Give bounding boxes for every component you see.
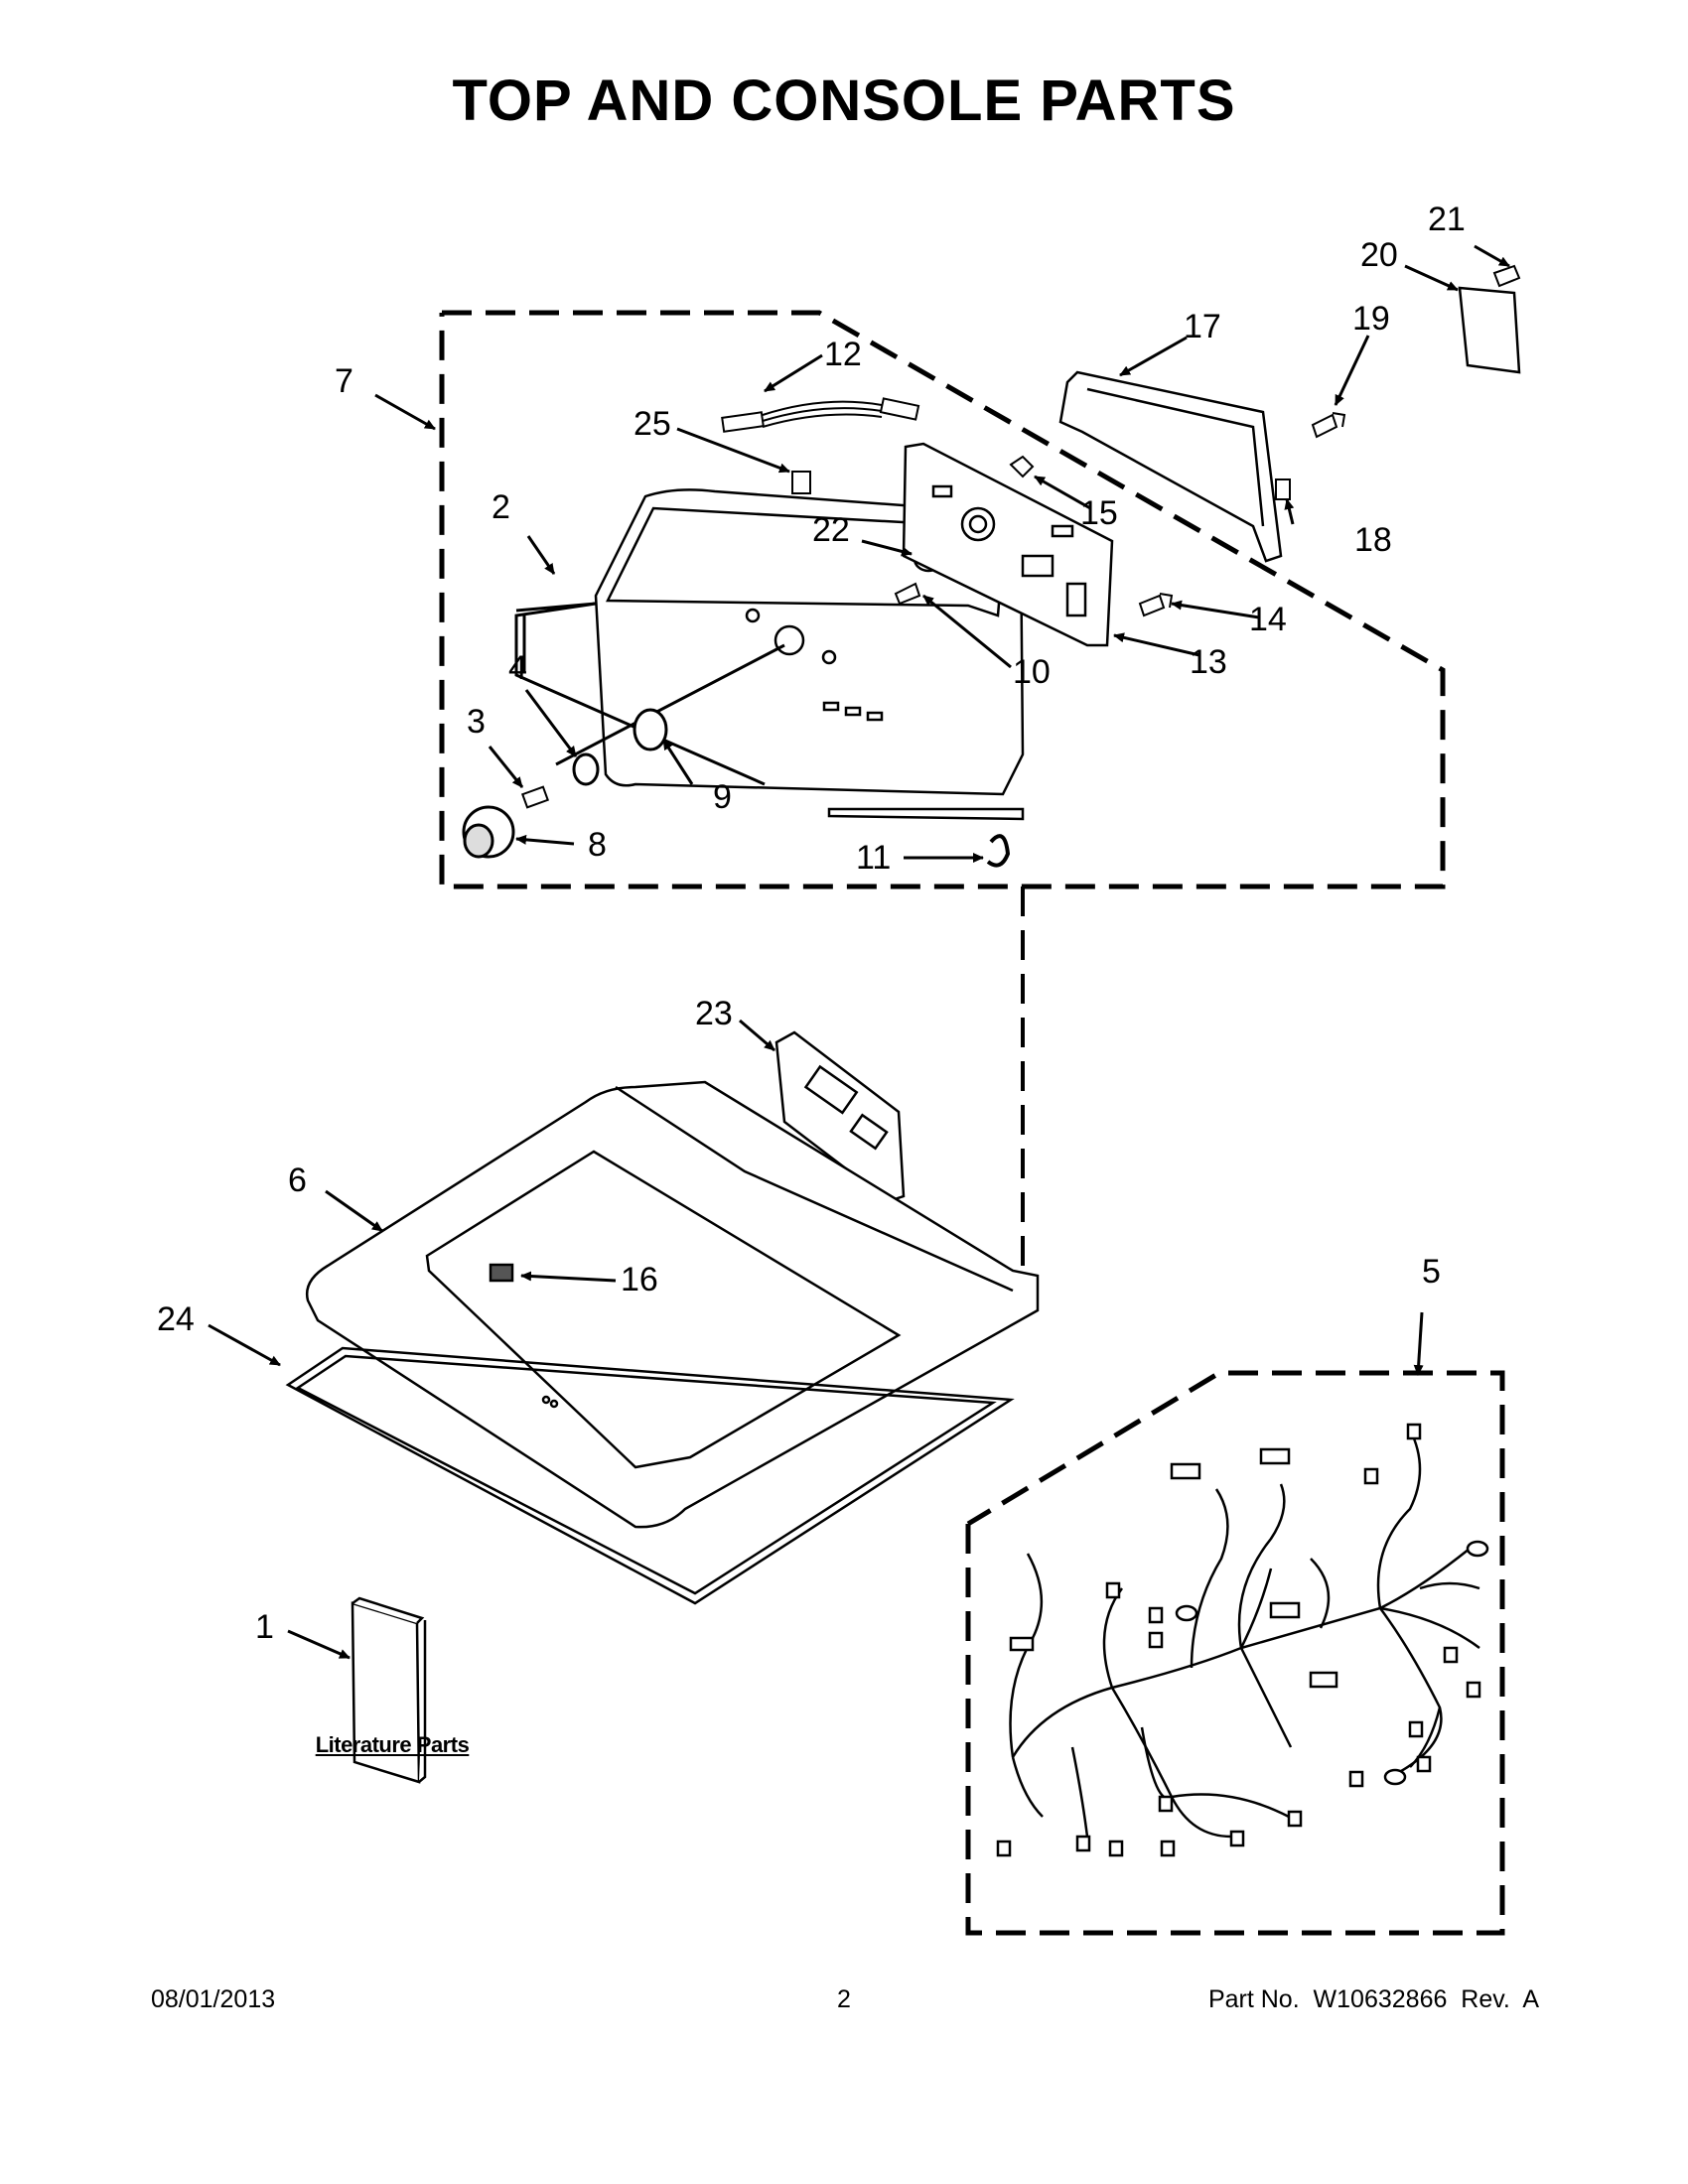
leader-arrows xyxy=(208,244,1510,1660)
part-12-harness xyxy=(721,397,920,433)
part-8-knob xyxy=(462,805,515,859)
callout-8: 8 xyxy=(588,826,607,864)
wire-harness-boundary xyxy=(965,1370,1505,1936)
part-3-stem xyxy=(520,785,550,809)
callout-25: 25 xyxy=(633,405,671,443)
part-23-module xyxy=(774,1030,906,1203)
footer-date: 08/01/2013 xyxy=(151,1985,276,2013)
part-5-wire-harness xyxy=(996,1423,1489,1857)
part-17-bracket xyxy=(1058,370,1283,563)
callout-6: 6 xyxy=(288,1161,307,1199)
callout-14: 14 xyxy=(1249,601,1287,638)
callout-13: 13 xyxy=(1190,643,1227,681)
part-2-seal-strip xyxy=(514,602,766,786)
callout-10: 10 xyxy=(1013,653,1051,691)
part-19-screw xyxy=(1311,412,1346,439)
callout-19: 19 xyxy=(1352,300,1390,338)
part-9-bezel xyxy=(633,708,668,751)
part-21-screw xyxy=(1492,264,1521,288)
part-18-clip xyxy=(1275,478,1291,500)
callout-20: 20 xyxy=(1360,236,1398,274)
literature-parts-label: Literature Parts xyxy=(315,1732,470,1757)
callout-2: 2 xyxy=(492,488,510,526)
part-11-clip xyxy=(986,834,1011,868)
callout-7: 7 xyxy=(335,362,353,400)
part-25-clip xyxy=(791,471,811,494)
callout-11: 11 xyxy=(856,839,891,877)
callout-5: 5 xyxy=(1422,1253,1441,1291)
callout-23: 23 xyxy=(695,995,733,1032)
callout-1: 1 xyxy=(255,1608,274,1646)
page-title: TOP AND CONSOLE PARTS xyxy=(452,68,1236,133)
console-assembly-boundary xyxy=(439,310,1446,889)
callout-15: 15 xyxy=(1080,494,1118,532)
knob-shaft xyxy=(555,643,785,766)
part-13-control-board xyxy=(902,442,1114,647)
footer-part-number: Part No. W10632866 Rev. A xyxy=(1207,1985,1539,2013)
callout-numbers: 21 20 17 19 7 12 25 2 22 15 18 14 13 10 … xyxy=(157,201,1466,1646)
part-1-literature xyxy=(351,1596,427,1784)
part-10-screw xyxy=(894,582,921,606)
part-20-plate xyxy=(1458,286,1521,374)
part-15-snap xyxy=(1009,455,1035,478)
callout-21: 21 xyxy=(1428,201,1466,238)
callout-22: 22 xyxy=(812,511,850,549)
part-24-gasket xyxy=(285,1346,1015,1605)
callout-3: 3 xyxy=(467,703,486,741)
callout-12: 12 xyxy=(824,336,862,373)
callout-9: 9 xyxy=(713,778,732,816)
callout-4: 4 xyxy=(508,649,527,687)
part-4-encoder xyxy=(572,752,600,786)
footer-page-number: 2 xyxy=(837,1985,851,2013)
callout-24: 24 xyxy=(157,1300,195,1338)
callout-16: 16 xyxy=(621,1261,658,1298)
part-6-top xyxy=(305,1080,1040,1529)
part-14-screw xyxy=(1138,593,1174,617)
callout-18: 18 xyxy=(1354,521,1392,559)
callout-17: 17 xyxy=(1184,308,1221,345)
